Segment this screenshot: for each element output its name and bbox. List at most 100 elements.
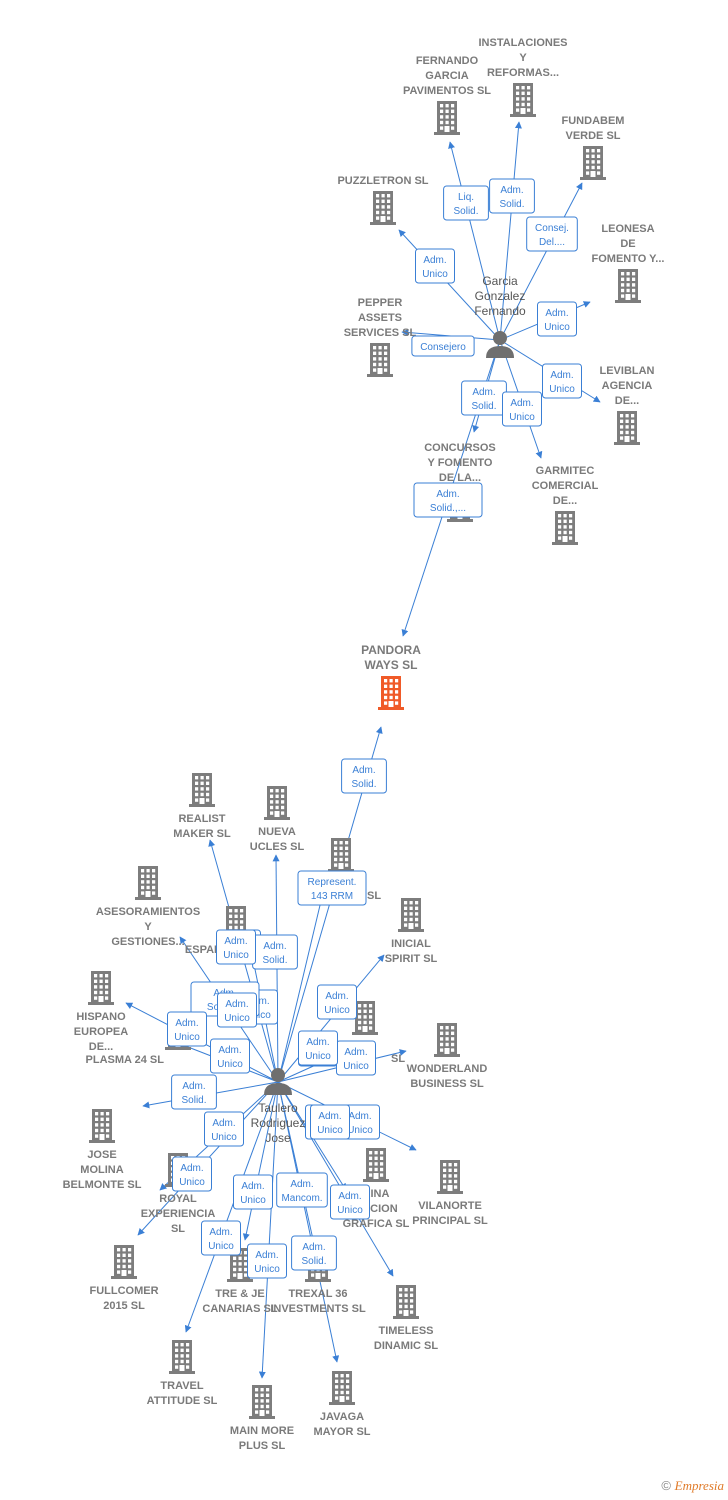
edge-label-taulero-royal[interactable]: Adm.Unico — [204, 1111, 244, 1147]
edge-taulero-main_more — [258, 1081, 279, 1379]
edge-label-extra[interactable]: Adm.Unico — [310, 1104, 350, 1140]
company-label: WONDERLAND — [407, 1063, 488, 1075]
company-label: HISPANO — [76, 1011, 126, 1023]
edge-label-taulero-nueva_ucles[interactable]: Adm.Solid. — [252, 934, 298, 970]
edge-label-taulero-plasma[interactable]: Adm.Unico — [210, 1038, 250, 1074]
building-icon — [378, 676, 404, 710]
edge-label-taulero-jose_molina[interactable]: Adm.Solid. — [171, 1074, 217, 1110]
edge-label-garcia-garmitec[interactable]: Adm.Unico — [502, 391, 542, 427]
edge-label-taulero-javaga[interactable]: Adm.Solid. — [291, 1235, 337, 1271]
company-label: INSTALACIONES — [478, 37, 567, 49]
edge-label-text: Consej. — [535, 223, 569, 234]
edge-label-garcia-concursos[interactable]: Adm.Solid. — [461, 380, 507, 416]
edge-label-text: Adm. — [180, 1163, 203, 1174]
edge-garcia-fundabem — [499, 182, 583, 341]
company-label: PLASMA 24 SL — [86, 1054, 165, 1066]
brand-logo[interactable]: Empresia — [674, 1478, 724, 1493]
company-node-hispano[interactable]: HISPANO EUROPEA DE... — [74, 971, 128, 1053]
company-node-sl_mid[interactable]: SL — [352, 1001, 405, 1065]
edge-label-taulero-aina[interactable]: Adm.Unico — [330, 1184, 370, 1220]
company-node-instalaciones[interactable]: INSTALACIONESYREFORMAS... — [478, 37, 568, 117]
company-label: DE — [620, 238, 635, 250]
edge-label-text: Adm. — [436, 489, 459, 500]
person-label: Fernando — [474, 304, 526, 318]
edge-label-text: Adm. — [500, 185, 523, 196]
company-label: FULLCOMER — [89, 1285, 158, 1297]
edge-label-garcia-fundabem[interactable]: Consej. Del.... — [526, 216, 578, 252]
company-node-asesoramientos[interactable]: ASESORAMIENTOSYGESTIONES... — [96, 866, 200, 948]
edge-label-extra[interactable]: Adm.Unico — [217, 992, 257, 1028]
company-node-leviblan[interactable]: LEVIBLANAGENCIADE... — [600, 365, 655, 445]
edge-label-text: Del.... — [539, 237, 565, 248]
company-label: DE... — [89, 1041, 113, 1053]
edge-label-text: Adm. — [263, 941, 286, 952]
company-label: INICIAL — [391, 938, 431, 950]
edge-label-garcia-instalaciones[interactable]: Adm. Solid. — [489, 178, 535, 214]
edge-taulero-javaga — [277, 1081, 340, 1363]
company-label: DE LA... — [439, 472, 481, 484]
edge-label-text: Solid. — [351, 779, 376, 790]
edge-taulero-travel — [184, 1081, 279, 1333]
building-icon — [437, 1160, 463, 1194]
edge-label-taulero-main_more[interactable]: Adm.Unico — [247, 1243, 287, 1279]
edge-label-taulero-inicial_spirit[interactable]: Adm.Unico — [317, 984, 357, 1020]
edge-label-text: Consejero — [420, 342, 466, 353]
edge-label-garcia-pandora[interactable]: Adm.Solid.,... — [413, 482, 483, 518]
edge-label-extra[interactable]: Adm.Unico — [216, 929, 256, 965]
company-node-puzzletron[interactable]: PUZZLETRON SL — [337, 175, 429, 225]
company-label: INVESTMENTS SL — [270, 1303, 366, 1315]
edge-label-taulero-trexal[interactable]: Adm.Mancom. — [276, 1172, 328, 1208]
edge-label-taulero-wonderland[interactable]: Adm.Unico — [336, 1040, 376, 1076]
building-icon — [329, 1371, 355, 1405]
edge-label-taulero-hispano[interactable]: Adm.Unico — [167, 1011, 207, 1047]
company-label: PRINCIPAL SL — [412, 1215, 488, 1227]
nodes-layer: INSTALACIONESYREFORMAS...FERNANDOGARCIAP… — [63, 37, 665, 1452]
building-icon — [614, 411, 640, 445]
building-icon — [169, 1340, 195, 1374]
edge-label-garcia-fernando_garcia[interactable]: Liq.Solid. — [443, 185, 489, 221]
edge-label-garcia-leonesa[interactable]: Adm.Unico — [537, 301, 577, 337]
person-label: Rodriguez — [251, 1116, 306, 1130]
edge-label-garcia-leviblan[interactable]: Adm.Unico — [542, 363, 582, 399]
edge-label-text: Solid. — [499, 199, 524, 210]
edge-label-text: Unico — [343, 1061, 369, 1072]
edge-label-taulero-tre_je[interactable]: Adm.Unico — [233, 1174, 273, 1210]
edge-label-taulero-travel[interactable]: Adm.Unico — [201, 1220, 241, 1256]
edge-label-taulero-hidden_sl[interactable]: Represent.143 RRM — [297, 870, 367, 906]
person-label: Jose — [265, 1131, 291, 1145]
edge-label-taulero-pandora[interactable]: Adm.Solid. — [341, 758, 387, 794]
edge-label-garcia-pepper[interactable]: Consejero — [411, 335, 475, 357]
person-label: Taulero — [258, 1101, 298, 1115]
company-node-garmitec[interactable]: GARMITECCOMERCIALDE... — [532, 465, 599, 545]
edge-label-garcia-puzzletron[interactable]: Adm.Unico — [415, 248, 455, 284]
edge-label-taulero-fullcomer[interactable]: Adm.Unico — [172, 1156, 212, 1192]
company-label: EXPERIENCIA — [141, 1208, 216, 1220]
edge-label-text: Adm. — [255, 1250, 278, 1261]
building-icon — [615, 269, 641, 303]
company-label: PEPPER — [358, 297, 403, 309]
company-label: DINAMIC SL — [374, 1340, 438, 1352]
company-label: GARCIA — [425, 70, 468, 82]
company-label: EUROPEA — [74, 1026, 128, 1038]
edge-label-extra[interactable]: Adm.Unico — [298, 1030, 338, 1066]
